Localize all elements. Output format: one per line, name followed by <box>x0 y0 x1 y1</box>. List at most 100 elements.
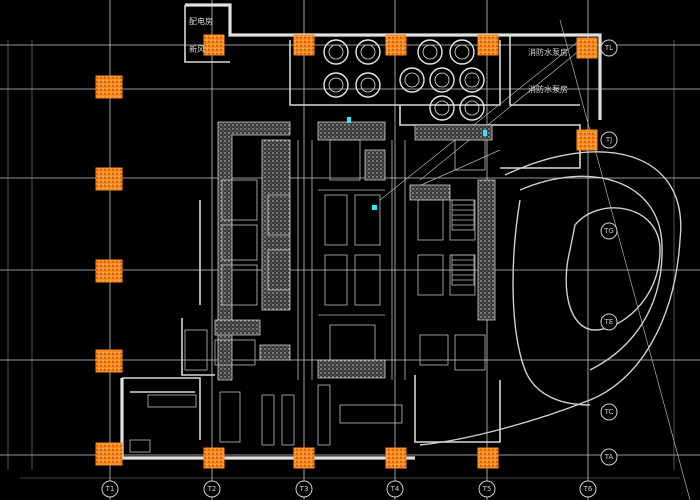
shaft-box <box>221 179 258 221</box>
column <box>203 447 225 469</box>
cyan-marker <box>483 130 487 136</box>
axis-bubble: T6 <box>579 480 597 498</box>
column <box>576 129 598 151</box>
round-table <box>323 72 349 98</box>
structural-columns <box>95 34 598 469</box>
restroom-fixtures <box>129 384 403 453</box>
round-table <box>449 39 475 65</box>
shaft-box <box>267 249 291 291</box>
shaft-box <box>454 139 486 171</box>
round-table <box>399 67 425 93</box>
axis-bubble: TG <box>600 222 618 240</box>
diagonal-line <box>419 49 581 181</box>
shaft-box <box>329 324 376 361</box>
svg-text:TG: TG <box>603 227 614 235</box>
fixture-column <box>261 394 275 446</box>
core-right-outer <box>477 179 496 321</box>
core-center-bottom <box>317 359 386 379</box>
ramp-inner-loop <box>565 207 661 331</box>
axis-bubble: TE <box>600 313 618 331</box>
shaft-box <box>324 254 348 306</box>
axis-bubble: TC <box>600 403 618 421</box>
shaft-box <box>221 224 258 261</box>
cyan-markers <box>347 117 487 210</box>
fixture-row <box>147 394 197 408</box>
room-label-power: 配电房 <box>189 16 213 26</box>
svg-text:T5: T5 <box>482 485 492 493</box>
axis-bubble: T5 <box>478 480 496 498</box>
restroom-wall <box>122 377 201 440</box>
core-left-bottom-2 <box>259 344 291 361</box>
core-left-inner <box>261 139 291 311</box>
axis-bubble: T2 <box>203 480 221 498</box>
shaft-box <box>354 194 381 246</box>
core-left-bottom <box>214 319 261 336</box>
svg-text:TL: TL <box>604 44 613 52</box>
cyan-marker <box>372 205 377 210</box>
axis-bubble: T1 <box>101 480 119 498</box>
axis-bubble: TL <box>600 39 618 57</box>
column <box>95 349 123 373</box>
right-corridor-wall <box>399 105 581 169</box>
top-outer-wall <box>185 3 602 120</box>
axis-bubble: T4 <box>386 480 404 498</box>
bottom-outer-wall <box>120 378 415 460</box>
room-labels: 配电房 新风 消防水泵房 消防水泵房 <box>189 16 568 94</box>
round-table <box>417 39 443 65</box>
column <box>95 442 123 466</box>
svg-text:TC: TC <box>604 408 614 416</box>
column <box>385 34 407 56</box>
shaft-box <box>214 339 256 366</box>
diagonal-line <box>379 39 581 201</box>
svg-text:T1: T1 <box>105 485 115 493</box>
shaft-box <box>419 334 449 366</box>
cyan-marker <box>347 117 351 123</box>
round-table <box>459 67 485 93</box>
column <box>477 447 499 469</box>
stair-right-lower <box>451 254 475 286</box>
diagonal-line <box>559 19 691 500</box>
column <box>95 167 123 191</box>
column <box>95 75 123 99</box>
axis-bubbles-right: TL TJ TG TE TC TA <box>600 39 618 466</box>
curved-ramp <box>419 151 682 446</box>
round-table <box>355 72 381 98</box>
shaft-box <box>184 329 208 371</box>
structural-cores <box>214 121 496 381</box>
axis-bubble: T3 <box>295 480 313 498</box>
stairs <box>451 199 475 286</box>
fixture-column <box>317 384 331 446</box>
column <box>95 259 123 283</box>
ramp-left-curve <box>512 199 591 406</box>
room-label-pump-2: 消防水泵房 <box>528 84 568 94</box>
core-left-outer <box>217 121 291 381</box>
stair-right-upper <box>451 199 475 231</box>
fixture-box <box>129 439 151 453</box>
shaft-box <box>417 254 444 296</box>
shaft-box <box>454 334 486 371</box>
round-table <box>355 39 381 65</box>
shaft-box <box>329 139 361 181</box>
round-tables <box>323 39 485 121</box>
top-left-room-wall <box>184 5 230 63</box>
round-table <box>429 95 455 121</box>
axis-bubble: TJ <box>600 131 618 149</box>
svg-text:T4: T4 <box>390 485 400 493</box>
dining-hall-wall <box>289 40 501 106</box>
shaft-box <box>221 264 258 306</box>
elevator-shafts <box>184 139 486 371</box>
column <box>477 34 499 56</box>
column <box>203 34 225 56</box>
column <box>293 34 315 56</box>
shaft-box <box>354 254 381 306</box>
bottom-right-wall <box>414 375 501 443</box>
room-label-air: 新风 <box>189 44 205 54</box>
column <box>576 37 598 59</box>
room-label-pump-1: 消防水泵房 <box>528 47 568 57</box>
ramp-mid-curve <box>519 175 663 371</box>
fixture-column <box>281 394 295 446</box>
round-table <box>323 39 349 65</box>
